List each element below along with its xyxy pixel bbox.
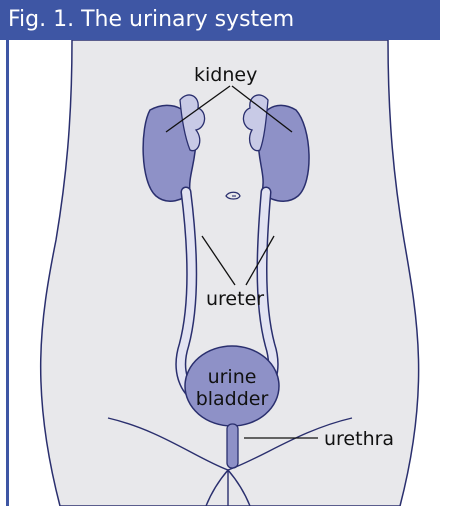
label-kidney: kidney — [194, 64, 257, 86]
figure-title: Fig. 1. The urinary system — [0, 0, 440, 40]
urethra — [227, 424, 238, 468]
label-urethra: urethra — [324, 428, 394, 450]
left-rule — [6, 40, 9, 506]
label-urine: urine — [196, 366, 268, 388]
diagram-stage: kidney ureter urine bladder urethra — [0, 40, 440, 506]
label-ureter: ureter — [206, 288, 264, 310]
label-bladder: bladder — [190, 388, 274, 410]
